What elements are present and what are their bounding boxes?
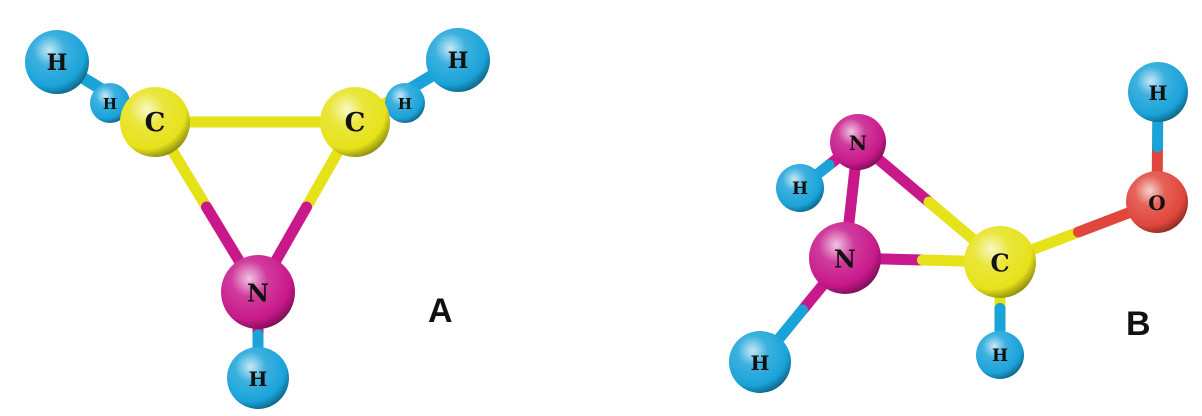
atom-sphere-n [809,222,881,294]
atom-label-h: H [751,351,770,375]
atom-label-n: N [247,279,269,308]
atom-b_n2: N [809,222,881,294]
atom-sphere-c [964,226,1036,298]
atom-sphere-h [1128,62,1188,122]
atom-b_n1: N [830,114,886,170]
atom-b_h1: H [776,164,824,212]
atom-label-o: O [1148,191,1165,215]
panel-label-a: A [428,292,453,330]
atom-label-h: H [249,367,268,391]
atom-label-n: N [834,245,856,274]
atom-sphere-h [976,331,1024,379]
atom-a_n: N [221,255,295,329]
atom-sphere-h [90,83,130,123]
atom-label-c: C [345,108,366,138]
atom-sphere-h [227,347,289,409]
atom-sphere-h [426,28,490,92]
atom-label-h: H [992,346,1008,366]
atom-label-h: H [448,48,469,74]
atom-sphere-n [830,114,886,170]
atom-sphere-c [320,87,390,157]
atom-label-h: H [47,50,68,76]
atom-a_h2: H [385,83,425,123]
atom-sphere-h [729,331,791,393]
atom-b_h2: H [729,331,791,393]
atom-b_c: C [964,226,1036,298]
atom-b_h4: H [1128,62,1188,122]
atom-label-c: C [145,108,166,138]
atom-a_h3: H [227,347,289,409]
atom-label-h: H [103,95,117,113]
atoms-layer: H H H H C C H N H N H N H C H O [25,28,1188,409]
atom-label-h: H [1149,81,1168,105]
atom-label-c: C [990,249,1009,278]
atom-sphere-h [385,83,425,123]
atom-sphere-o [1126,171,1188,233]
atom-b_h3: H [976,331,1024,379]
atom-a_h2b: H [426,28,490,92]
atom-sphere-c [120,87,190,157]
atom-sphere-h [776,164,824,212]
atom-a_h1b: H [90,83,130,123]
atom-a_c2: C [320,87,390,157]
atom-label-h: H [398,95,412,113]
atom-label-h: H [792,179,808,199]
atom-sphere-h [25,30,89,94]
bonds-layer [51,54,1164,384]
panel-label-b: B [1126,305,1151,343]
atom-label-n: N [849,131,867,155]
atom-a_c1: C [120,87,190,157]
atom-a_h1: H [25,30,89,94]
atom-sphere-n [221,255,295,329]
atom-b_o: O [1126,171,1188,233]
